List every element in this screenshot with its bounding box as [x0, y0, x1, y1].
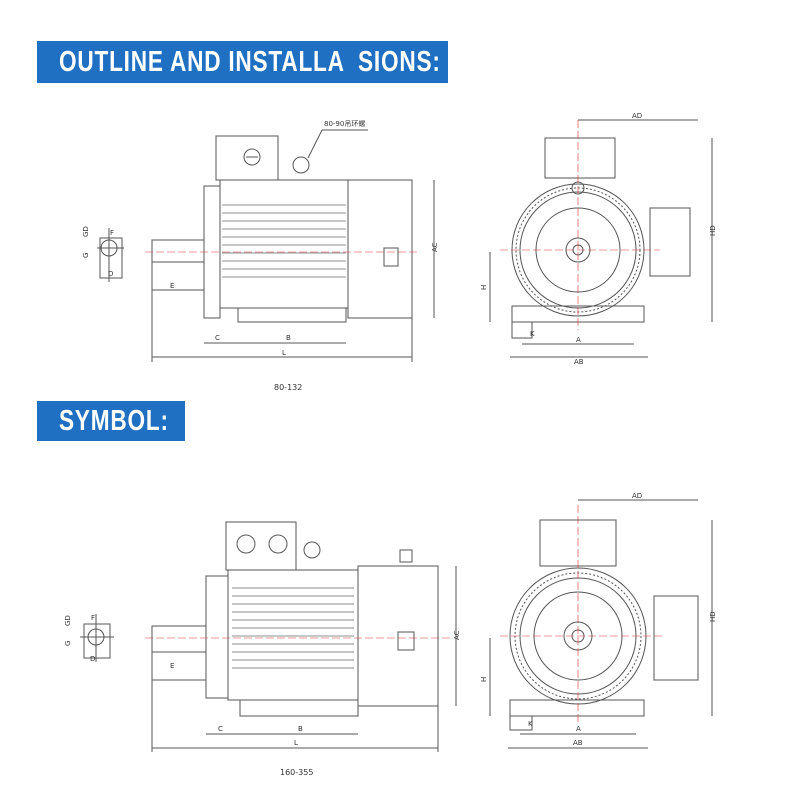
dim-b-label: B: [286, 334, 291, 342]
lifting-note-label: 80-90吊环螺: [324, 119, 365, 128]
symbol-banner-text: SYMBOL:: [59, 404, 169, 437]
outline-installation-banner: OUTLINE AND INSTALLA SIONS:: [37, 41, 448, 83]
dim-gd-label: GD: [64, 615, 72, 626]
dim-ad-label: AD: [632, 112, 642, 120]
dim-b-label: B: [298, 725, 303, 733]
dim-ad-label: AD: [632, 492, 642, 500]
motor-front-view-small: K AD HD H A AB: [480, 112, 717, 366]
frame-range-large: 160-355: [280, 768, 313, 777]
dim-g-label: G: [82, 253, 90, 258]
motor-side-view-small: GD G F D 80-90吊环螺: [82, 119, 439, 362]
cooling-fins-small: [222, 204, 346, 278]
dim-hd-label: HD: [709, 611, 717, 622]
dim-gd-label: GD: [82, 226, 90, 237]
dim-g-label: G: [64, 641, 72, 646]
dim-k-label: K: [528, 720, 533, 728]
motor-front-view-large: K AD HD H A AB: [480, 492, 717, 749]
dim-e-label: E: [170, 282, 174, 290]
dim-ac-label: AC: [431, 242, 439, 252]
dim-h-label: H: [480, 677, 488, 682]
dim-l-label: L: [282, 349, 286, 357]
dim-ab-label: AB: [573, 739, 583, 747]
cooling-fins-large: [232, 587, 354, 669]
dim-hd-label: HD: [709, 225, 717, 236]
dim-l-label: L: [294, 739, 298, 747]
dim-e-label: E: [170, 662, 174, 670]
symbol-banner: SYMBOL:: [37, 401, 185, 441]
shaft-key-detail-large: [80, 614, 114, 662]
dim-h-label: H: [480, 285, 488, 290]
dim-a-label: A: [576, 336, 581, 344]
dim-d-label: D: [90, 655, 95, 663]
dim-f-label: F: [91, 614, 95, 622]
dim-a-label: A: [576, 725, 581, 733]
outline-banner-text: OUTLINE AND INSTALLA SIONS:: [59, 45, 441, 78]
motor-side-view-large: GD G F D E C: [64, 521, 461, 752]
dim-ab-label: AB: [574, 358, 584, 366]
dim-c-label: C: [218, 725, 223, 733]
dim-k-label: K: [530, 330, 535, 338]
dim-f-label: F: [110, 229, 114, 237]
shaft-key-detail-small: [97, 228, 124, 282]
dim-ac-label: AC: [453, 630, 461, 640]
dim-d-label: D: [108, 270, 113, 278]
frame-range-small: 80-132: [274, 383, 302, 392]
dim-c-label: C: [215, 334, 220, 342]
